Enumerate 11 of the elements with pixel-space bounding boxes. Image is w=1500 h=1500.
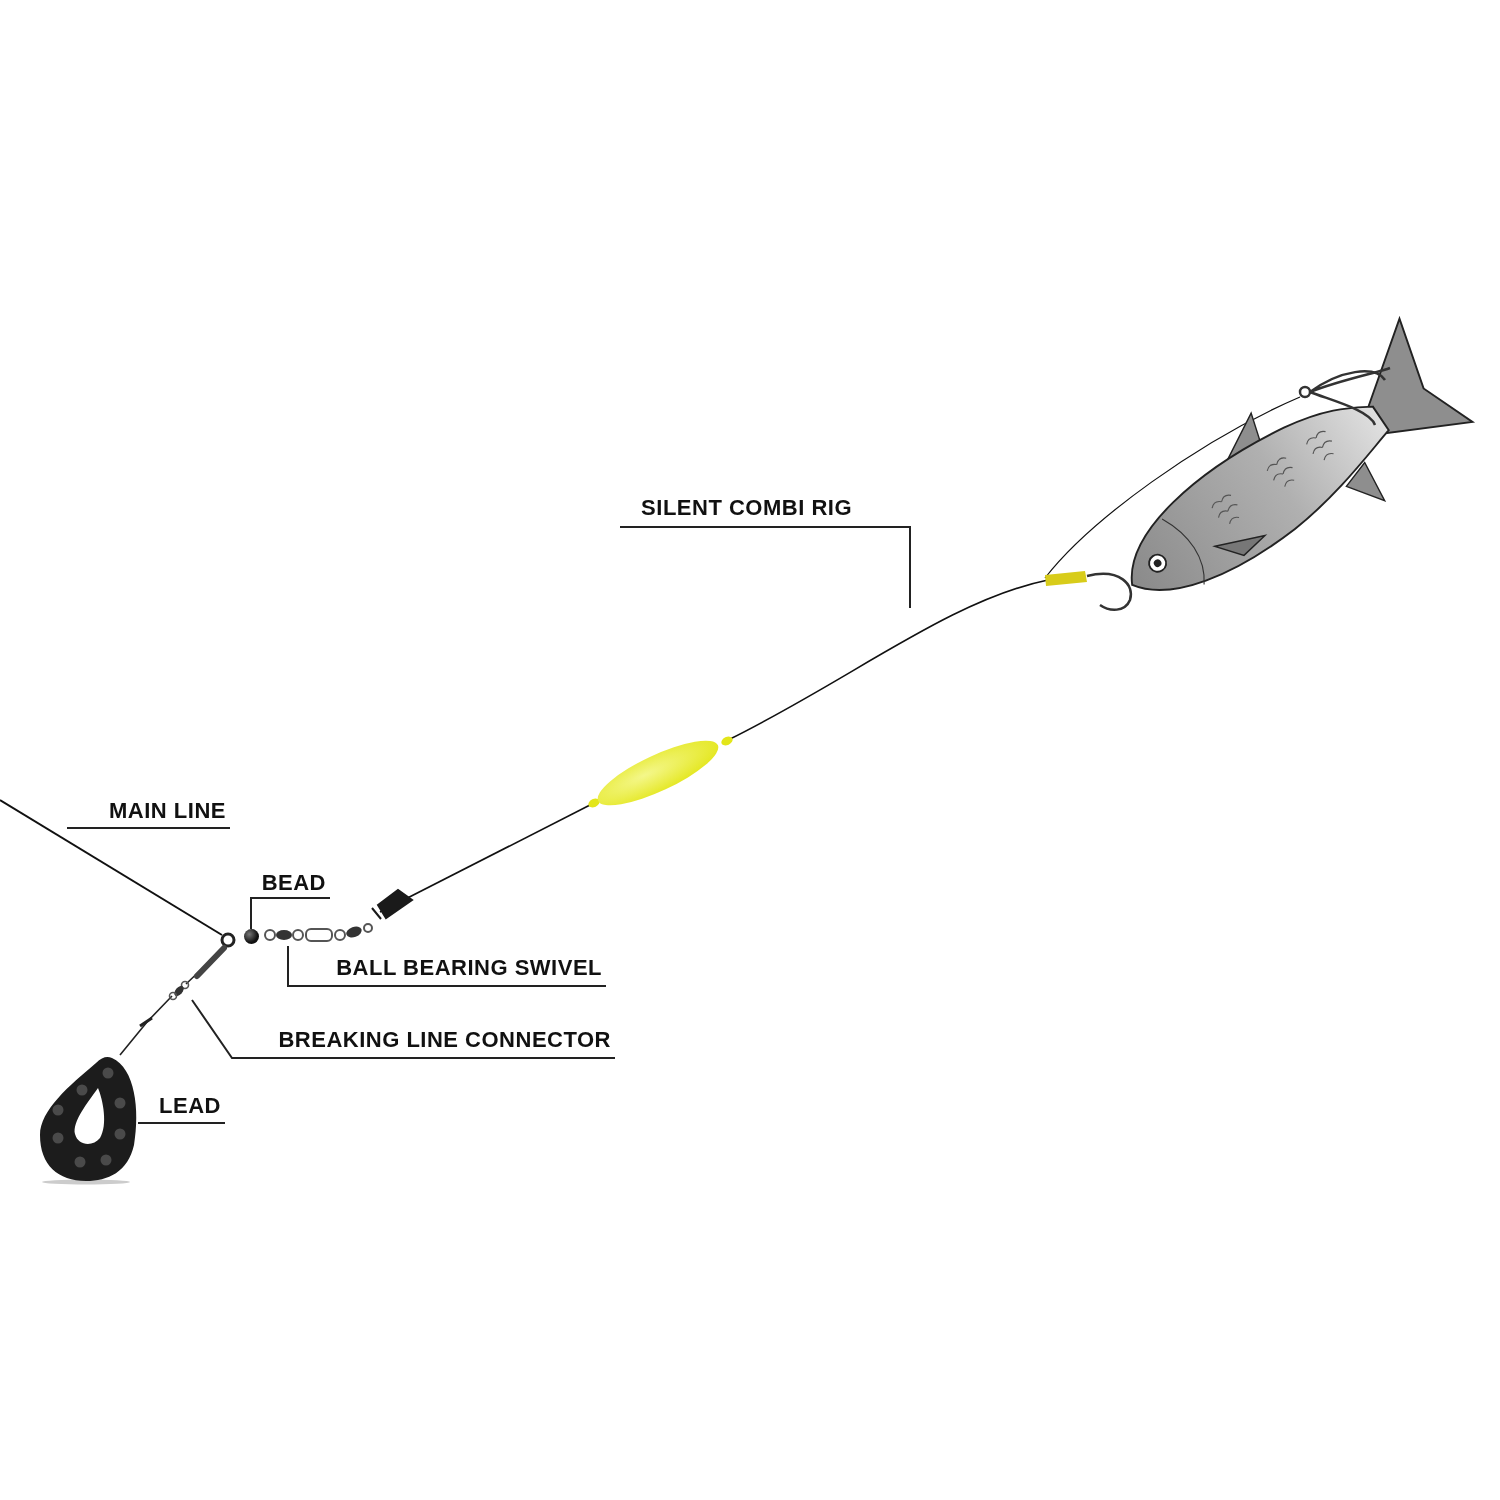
part-label: BALL BEARING SWIVEL xyxy=(288,955,606,986)
part-label: BREAKING LINE CONNECTOR xyxy=(232,1027,615,1058)
leader-line xyxy=(619,526,911,609)
part-label: LEAD xyxy=(138,1093,225,1124)
part-label: SILENT COMBI RIG xyxy=(620,495,910,527)
leader-line xyxy=(191,999,616,1059)
leader-line xyxy=(287,945,607,987)
part-label: MAIN LINE xyxy=(67,798,230,829)
bead xyxy=(244,929,259,944)
part-label: BEAD xyxy=(250,870,330,898)
leader-line xyxy=(250,897,331,930)
